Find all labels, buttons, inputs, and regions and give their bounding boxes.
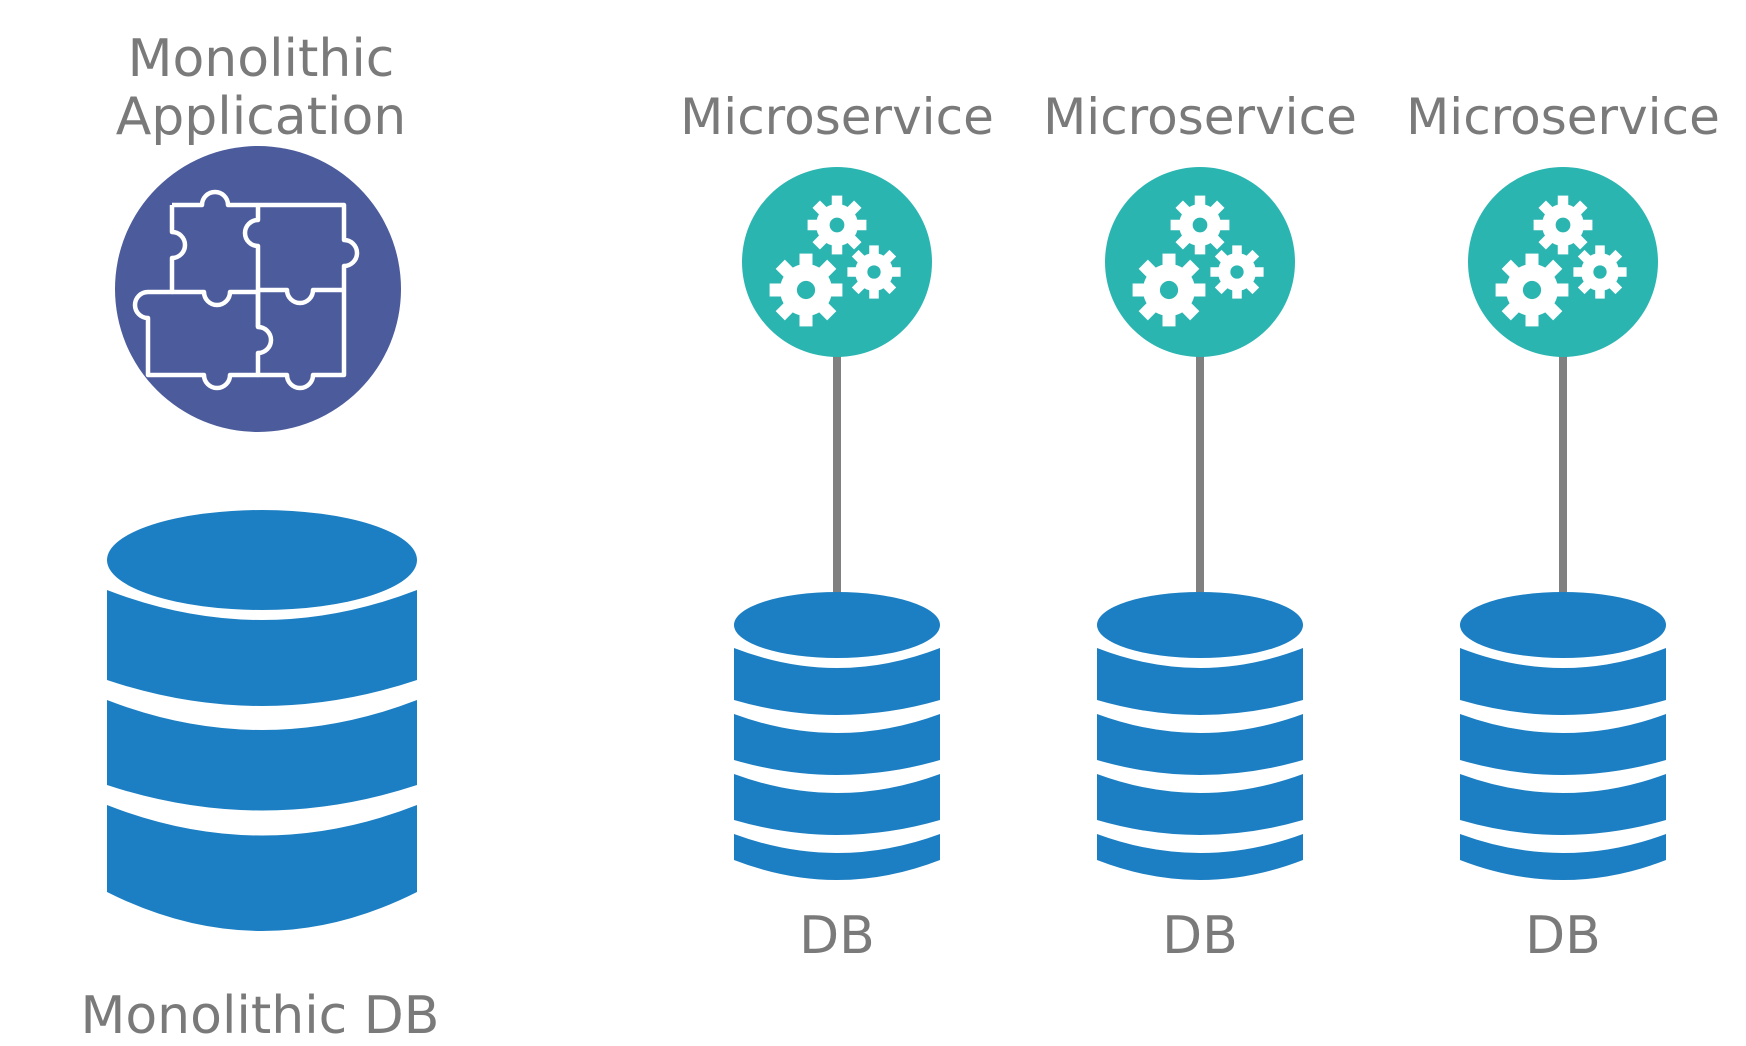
microservice-1-title: Microservice bbox=[680, 88, 994, 146]
microservice-3-node bbox=[1460, 167, 1666, 880]
microservice-3-title: Microservice bbox=[1406, 88, 1720, 146]
puzzle-icon bbox=[132, 189, 360, 391]
microservice-3-db-label: DB bbox=[1525, 906, 1601, 966]
monolithic-application-title: Monolithic Application bbox=[100, 30, 422, 146]
monolithic-title-line2: Application bbox=[115, 87, 407, 147]
microservice-2-circle bbox=[1105, 167, 1295, 357]
monolithic-application-node bbox=[115, 146, 401, 432]
monolithic-db-label: Monolithic DB bbox=[80, 986, 440, 1046]
monolithic-db bbox=[107, 510, 417, 931]
microservice-3-circle bbox=[1468, 167, 1658, 357]
microservice-1-circle bbox=[742, 167, 932, 357]
microservice-2-db-label: DB bbox=[1162, 906, 1238, 966]
monolithic-title-line1: Monolithic bbox=[127, 29, 395, 89]
microservice-1-db-label: DB bbox=[799, 906, 875, 966]
microservice-2-node bbox=[1097, 167, 1303, 880]
microservice-1-node bbox=[734, 167, 940, 880]
microservice-3-db bbox=[1460, 592, 1666, 880]
microservice-1-db bbox=[734, 592, 940, 880]
microservice-2-db bbox=[1097, 592, 1303, 880]
microservice-2-title: Microservice bbox=[1043, 88, 1357, 146]
